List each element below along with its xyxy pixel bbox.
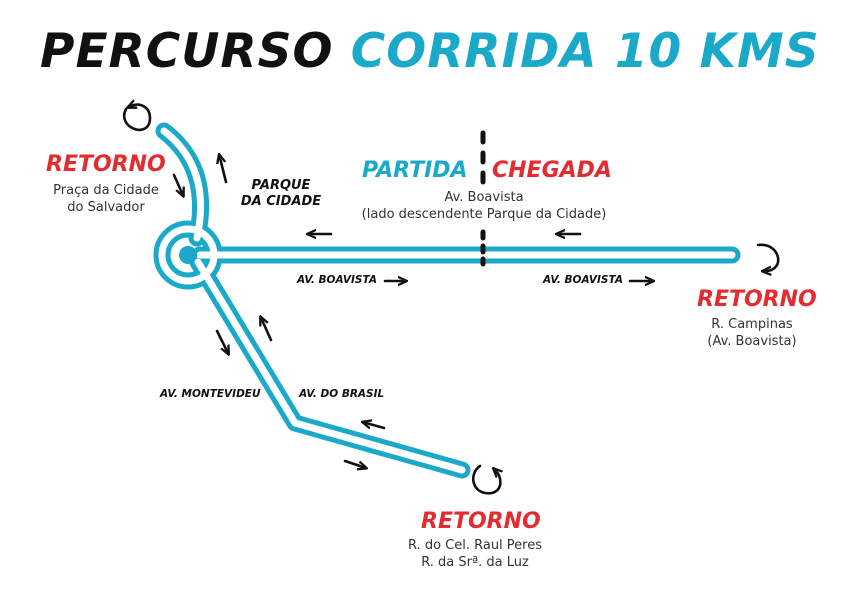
turnaround-label: RETORNO bbox=[421, 509, 541, 534]
street-label-montevideu: AV. MONTEVIDEU bbox=[160, 388, 261, 400]
park-label: PARQUE DA CIDADE bbox=[231, 178, 331, 210]
u-turn-icon bbox=[471, 464, 500, 495]
turnaround-location: Praça da Cidade do Salvador bbox=[43, 182, 169, 216]
park-label-line: DA CIDADE bbox=[240, 194, 322, 209]
turnaround-location-line: R. da Srª. da Luz bbox=[421, 555, 529, 570]
turnaround-location-line: Praça da Cidade bbox=[53, 183, 159, 198]
u-turn-icon bbox=[756, 243, 780, 271]
street-label-boavista-west: AV. BOAVISTA bbox=[297, 274, 377, 286]
direction-arrow-icon bbox=[172, 158, 650, 467]
page-title: PERCURSO CORRIDA 10 KMS bbox=[40, 24, 820, 79]
u-turn-icon bbox=[122, 105, 152, 131]
turnaround-label: RETORNO bbox=[46, 152, 166, 177]
finish-label: CHEGADA bbox=[492, 158, 612, 183]
turnaround-location-line: R. do Cel. Raul Peres bbox=[407, 538, 543, 553]
street-label-boavista-east: AV. BOAVISTA bbox=[543, 274, 623, 286]
street-label-brasil: AV. DO BRASIL bbox=[299, 388, 385, 400]
turnaround-label: RETORNO bbox=[697, 287, 817, 312]
start-label: PARTIDA bbox=[362, 158, 468, 183]
roundabout-center bbox=[179, 246, 197, 264]
turnaround-location-line: R. Campinas bbox=[711, 317, 793, 332]
turnaround-location: R. do Cel. Raul Peres R. da Srª. da Luz bbox=[382, 537, 568, 571]
turnaround-location: R. Campinas (Av. Boavista) bbox=[690, 316, 814, 350]
route-path bbox=[153, 122, 741, 479]
turnaround-location-line: (Av. Boavista) bbox=[707, 334, 797, 349]
title-part-1: PERCURSO bbox=[40, 24, 334, 79]
start-finish-detail: (lado descendente Parque da Cidade) bbox=[361, 207, 607, 222]
title-part-2: CORRIDA 10 KMS bbox=[350, 24, 820, 79]
start-finish-street: Av. Boavista bbox=[444, 190, 524, 205]
park-label-line: PARQUE bbox=[251, 178, 311, 193]
turnaround-location-line: do Salvador bbox=[67, 200, 145, 215]
